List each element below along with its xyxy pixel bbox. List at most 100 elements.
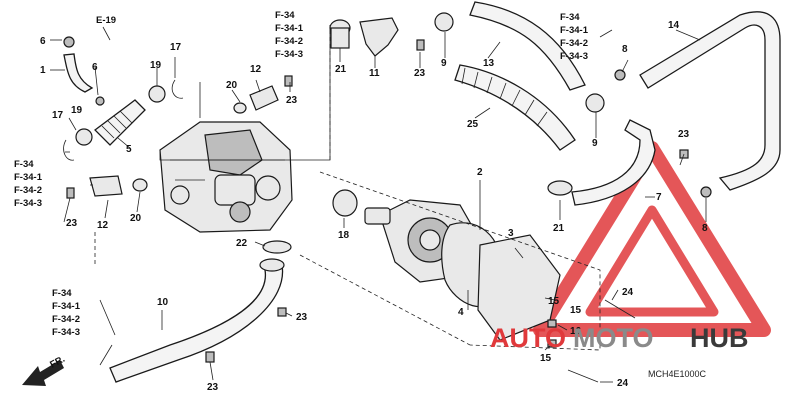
part-11-housing bbox=[359, 17, 399, 57]
callout-6b: 6 bbox=[92, 62, 98, 73]
part-25-sleeve bbox=[454, 64, 576, 151]
part-9-clamp bbox=[434, 12, 454, 32]
part-17-clip-lower bbox=[63, 139, 75, 161]
part-20-o-ring bbox=[233, 102, 247, 114]
callout-17b: 17 bbox=[52, 110, 64, 121]
callout-8: 8 bbox=[622, 44, 628, 55]
svg-text:F-34: F-34 bbox=[560, 12, 580, 23]
svg-text:F-34-3: F-34-3 bbox=[560, 51, 588, 62]
callout-3: 3 bbox=[508, 228, 514, 239]
part-7-pipe bbox=[571, 119, 656, 206]
part-19-o-ring bbox=[148, 85, 166, 103]
svg-text:F-34: F-34 bbox=[52, 288, 72, 299]
watermark-moto: MOTO bbox=[573, 323, 654, 353]
callout-21: 21 bbox=[335, 64, 347, 75]
callout-2: 2 bbox=[477, 167, 483, 178]
front-direction-arrow: FR. bbox=[22, 354, 67, 386]
part-20-o-ring-lower bbox=[132, 178, 148, 192]
front-label: FR. bbox=[48, 354, 67, 371]
callout-7: 7 bbox=[656, 192, 662, 203]
callout-12b: 12 bbox=[97, 220, 109, 231]
callout-13: 13 bbox=[483, 58, 495, 69]
callout-14: 14 bbox=[668, 20, 680, 31]
part-22-gasket bbox=[262, 240, 292, 254]
callout-9: 9 bbox=[441, 58, 447, 69]
callout-16: 16 bbox=[570, 326, 582, 337]
svg-text:F-34-3: F-34-3 bbox=[52, 327, 80, 338]
callout-6: 6 bbox=[40, 36, 46, 47]
part-21-collar-right bbox=[547, 180, 573, 196]
watermark-auto: AUTO bbox=[490, 323, 566, 353]
part-12-fitting bbox=[249, 85, 279, 111]
part-10-pipe-end bbox=[259, 258, 285, 272]
callout-23: 23 bbox=[286, 95, 298, 106]
callout-8b: 8 bbox=[702, 223, 708, 234]
part-18-o-ring bbox=[332, 189, 358, 217]
callout-17: 17 bbox=[170, 42, 182, 53]
part-19-o-ring-lower bbox=[75, 128, 93, 146]
callout-21b: 21 bbox=[553, 223, 565, 234]
part-10-pipe bbox=[109, 264, 284, 383]
reference-block-left-bottom: F-34 F-34-1 F-34-2 F-34-3 bbox=[52, 288, 81, 338]
callout-19b: 19 bbox=[71, 105, 83, 116]
part-14-hose bbox=[639, 11, 781, 191]
callout-18: 18 bbox=[338, 230, 350, 241]
svg-text:F-34-2: F-34-2 bbox=[14, 185, 42, 196]
callout-23d: 23 bbox=[66, 218, 78, 229]
callout-23c: 23 bbox=[678, 129, 690, 140]
engine-block bbox=[159, 121, 293, 233]
reference-block-e19: E-19 bbox=[96, 15, 116, 26]
callout-25: 25 bbox=[467, 119, 479, 130]
dashed-boundaries bbox=[94, 25, 601, 351]
svg-text:F-34: F-34 bbox=[14, 159, 34, 170]
callout-9b: 9 bbox=[592, 138, 598, 149]
part-15-bolt bbox=[547, 319, 557, 328]
callout-4: 4 bbox=[458, 307, 464, 318]
callout-19: 19 bbox=[150, 60, 162, 71]
ref-e19: E-19 bbox=[96, 15, 116, 26]
svg-text:F-34-3: F-34-3 bbox=[14, 198, 42, 209]
part-5-hose bbox=[94, 99, 146, 146]
callout-15c: 15 bbox=[540, 353, 552, 364]
part-17-clip bbox=[171, 79, 184, 99]
part-24-bolt-lower bbox=[567, 369, 599, 383]
leader-lines bbox=[50, 25, 707, 383]
callout-11: 11 bbox=[369, 68, 380, 79]
callout-10: 10 bbox=[157, 297, 169, 308]
callout-15b: 15 bbox=[570, 305, 582, 316]
part-13-hose bbox=[469, 1, 586, 91]
svg-text:F-34-2: F-34-2 bbox=[560, 38, 588, 49]
part-8-clamp bbox=[614, 69, 626, 81]
part-24-bolt bbox=[604, 299, 636, 319]
part-9-clamp-right bbox=[585, 93, 605, 113]
svg-text:F-34-3: F-34-3 bbox=[275, 49, 303, 60]
svg-text:F-34: F-34 bbox=[275, 10, 295, 21]
part-8-clamp-right bbox=[700, 186, 712, 198]
svg-text:F-34-1: F-34-1 bbox=[560, 25, 589, 36]
callout-23f: 23 bbox=[207, 382, 219, 393]
callout-5: 5 bbox=[126, 144, 132, 155]
diagram-code: MCH4E1000C bbox=[648, 369, 707, 379]
svg-text:F-34-1: F-34-1 bbox=[14, 172, 43, 183]
svg-text:F-34-1: F-34-1 bbox=[275, 23, 304, 34]
callout-15: 15 bbox=[548, 296, 560, 307]
callout-22: 22 bbox=[236, 238, 248, 249]
svg-text:F-34-2: F-34-2 bbox=[52, 314, 80, 325]
reference-block-left-middle: F-34 F-34-1 F-34-2 F-34-3 bbox=[14, 159, 43, 209]
callout-20: 20 bbox=[226, 80, 238, 91]
callout-24: 24 bbox=[622, 287, 634, 298]
watermark-logo: AUTO MOTO HUB bbox=[490, 323, 749, 353]
callout-23e: 23 bbox=[296, 312, 308, 323]
callout-24b: 24 bbox=[617, 378, 629, 389]
callout-12: 12 bbox=[250, 64, 262, 75]
watermark-triangle bbox=[533, 141, 771, 337]
callout-23b: 23 bbox=[414, 68, 426, 79]
part-12-fitting-lower bbox=[89, 175, 123, 197]
part-callouts: 1 2 3 4 5 6 6 7 8 8 9 9 10 11 12 12 13 1… bbox=[40, 20, 708, 393]
part-1-hose bbox=[63, 36, 105, 106]
svg-text:F-34-2: F-34-2 bbox=[275, 36, 303, 47]
callout-20b: 20 bbox=[130, 213, 142, 224]
part-15-bolt-lower bbox=[547, 339, 557, 348]
